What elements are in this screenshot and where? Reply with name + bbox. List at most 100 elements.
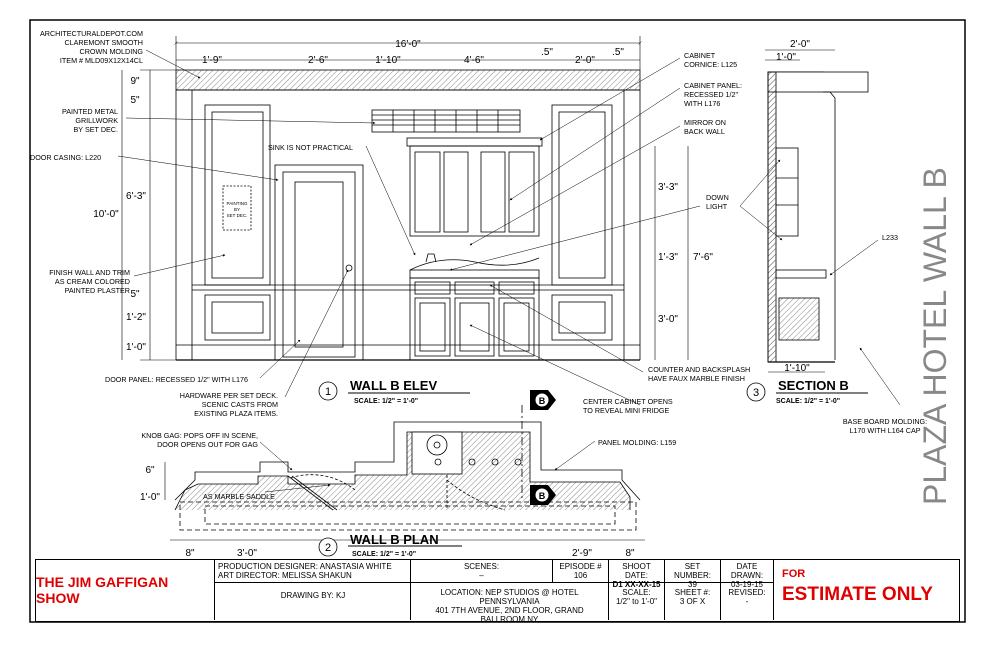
episode-cell: EPISODE # 106	[552, 560, 608, 582]
drawn-by: DRAWING BY: KJ	[280, 591, 346, 600]
sheet-title: PLAZA HOTEL WALL B	[917, 167, 953, 505]
production-designer: PRODUCTION DESIGNER: ANASTASIA WHITE	[218, 562, 392, 571]
dim-right-0: 3'-3"	[658, 182, 678, 193]
plan-left-dim-0: 6"	[145, 465, 155, 476]
section-scale: SCALE: 1/2" = 1'-0"	[776, 398, 840, 405]
plan-bottom-dim-3: 8"	[625, 548, 635, 559]
plan-markers: B B	[530, 390, 556, 505]
marker-top-label: B	[539, 396, 546, 406]
marker-bottom-label: B	[539, 491, 546, 501]
dim-top-0: 1'-9"	[202, 55, 222, 66]
cabinet-cornice	[406, 137, 543, 147]
note-baseboard: BASE BOARD MOLDING:L170 WITH L164 CAP	[843, 417, 927, 435]
section-dims: 2'-0" 1'-0" 1'-10"	[776, 39, 810, 374]
note-panel: PANEL MOLDING: L159	[598, 438, 676, 447]
plan-title: 2 WALL B PLAN SCALE: 1/2" = 1'-0"	[318, 532, 462, 558]
plan-bottom-dim-1: 3'-0"	[237, 548, 257, 559]
plan-bottom-dim-0: 8"	[185, 548, 195, 559]
dim-top-1: 2'-6"	[308, 55, 328, 66]
plan-left-dim-1: 1'-0"	[140, 492, 160, 503]
plan-drawing	[164, 405, 645, 541]
elevation-title: 1 WALL B ELEV SCALE: 1/2" = 1'-0"	[318, 378, 470, 405]
note-knob: KNOB GAG: POPS OFF IN SCENE,DOOR OPENS O…	[141, 431, 258, 449]
dim-overall-height: 10'-0"	[93, 209, 119, 220]
plan-num: 2	[325, 542, 331, 554]
dim-top-2: 1'-10"	[375, 55, 401, 66]
revised-cell: REVISED: -	[720, 582, 773, 620]
scenes-value: –	[479, 571, 484, 580]
counter	[409, 269, 540, 279]
sheet-cell: SHEET #: 3 OF X	[664, 582, 720, 620]
section-dim-0: 2'-0"	[790, 39, 810, 50]
estimate-stamp: FOR ESTIMATE ONLY	[773, 560, 960, 620]
crown-molding	[175, 69, 641, 91]
dim-left-3: 5"	[130, 289, 140, 300]
revised-value: -	[745, 597, 749, 606]
shoot-cell: SHOOT DATE: D1 XX-XX-15	[608, 560, 664, 589]
title-block: THE JIM GAFFIGAN SHOW PRODUCTION DESIGNE…	[35, 559, 960, 624]
painting-placeholder	[222, 185, 252, 231]
note-casing: DOOR CASING: L220	[30, 153, 101, 162]
section-drawing	[765, 49, 869, 373]
note-door-panel: DOOR PANEL: RECESSED 1/2" WITH L176	[105, 375, 248, 384]
dim-top-5: 2'-0"	[575, 55, 595, 66]
scenes-cell: SCENES: –	[410, 560, 552, 582]
dim-top-4: .5"	[541, 47, 553, 58]
door-casing	[274, 164, 364, 361]
shoot-label: SHOOT DATE:	[622, 562, 651, 580]
elevation-num: 1	[325, 386, 331, 398]
plan-dims: 6" 1'-0" 8" 3'-0" 2'-9" 8"	[140, 465, 635, 559]
note-sink: SINK IS NOT PRACTICAL	[268, 143, 353, 152]
location-line-1: LOCATION: NEP STUDIOS @ HOTEL PENNSYLVAN…	[440, 588, 579, 606]
location-line-2: 401 7TH AVENUE, 2ND FLOOR, GRAND BALLROO…	[435, 606, 584, 624]
elevation-drawing	[175, 69, 641, 361]
episode-label: EPISODE #	[559, 562, 602, 571]
plan-bottom-dim-2: 2'-9"	[572, 548, 592, 559]
art-director: ART DIRECTOR: MELISSA SHAKUN	[218, 571, 352, 580]
section-title-text: SECTION B	[778, 378, 849, 393]
leader-lines	[117, 49, 701, 406]
episode-value: 106	[573, 571, 588, 580]
date-value: 03-19-15	[730, 580, 764, 589]
elevation-dim-labels: 16'-0" 1'-9" 2'-6" 1'-10" 4'-6" .5" 2'-0…	[93, 39, 713, 353]
dim-left-4: 1'-2"	[126, 312, 146, 323]
location-cell: LOCATION: NEP STUDIOS @ HOTEL PENNSYLVAN…	[410, 582, 608, 624]
dim-right-total: 7'-6"	[693, 252, 713, 263]
door-knob	[345, 264, 353, 272]
scale-cell: SCALE: 1/2" to 1'-0"	[608, 582, 664, 620]
section-title: 3 SECTION B SCALE: 1/2" = 1'-0"	[746, 378, 868, 405]
note-l233: L233	[882, 233, 898, 242]
section-dim-2: 1'-10"	[784, 363, 810, 374]
dim-overall-width: 16'-0"	[395, 39, 421, 50]
dim-left-2: 6'-3"	[126, 191, 146, 202]
date-cell: DATE DRAWN: 03-19-15	[720, 560, 773, 589]
set-value: 39	[688, 580, 697, 589]
dim-top-6: .5"	[612, 47, 624, 58]
section-num: 3	[753, 387, 759, 399]
dim-top-3: 4'-6"	[464, 55, 484, 66]
plan-scale: SCALE: 1/2" = 1'-0"	[352, 551, 416, 558]
scenes-label: SCENES:	[463, 562, 500, 571]
sheet-border	[29, 19, 966, 623]
elevation-title-text: WALL B ELEV	[350, 378, 437, 393]
revised-label: REVISED:	[728, 588, 766, 597]
set-label: SET NUMBER:	[674, 562, 711, 580]
sheet-value: 3 OF X	[679, 597, 706, 606]
dim-left-5: 1'-0"	[126, 342, 146, 353]
note-cab-panel: CABINET PANEL:RECESSED 1/2"WITH L176	[684, 81, 742, 108]
elevation-scale: SCALE: 1/2" = 1'-0"	[354, 398, 418, 405]
scale-value: 1/2" to 1'-0"	[615, 597, 657, 606]
shoot-value: D1 XX-XX-15	[612, 580, 661, 589]
